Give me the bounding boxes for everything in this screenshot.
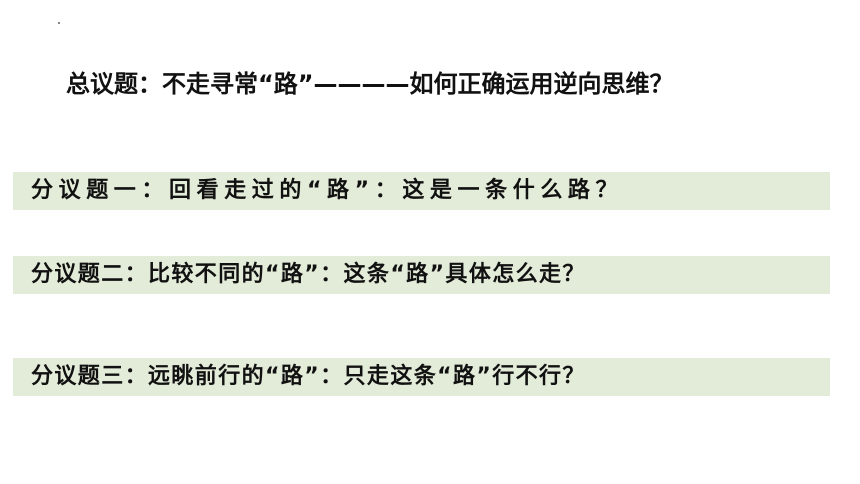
sub-topic-bar-3: 分议题三：远眺前行的“路”：只走这条“路”行不行？ [13,358,830,396]
sub-topic-bar-1: 分议题一：回看走过的“路”：这是一条什么路？ [13,172,830,210]
sub-topic-3-text: 分议题三：远眺前行的“路”：只走这条“路”行不行？ [31,364,586,389]
sub-topic-1-text: 分议题一：回看走过的“路”：这是一条什么路？ [31,178,624,203]
sub-topic-2-text: 分议题二：比较不同的“路”：这条“路”具体怎么走？ [31,262,586,287]
decorative-dot [58,22,60,24]
sub-topic-bar-2: 分议题二：比较不同的“路”：这条“路”具体怎么走？ [13,256,830,294]
main-topic-title: 总议题：不走寻常“路”————如何正确运用逆向思维？ [66,70,674,98]
